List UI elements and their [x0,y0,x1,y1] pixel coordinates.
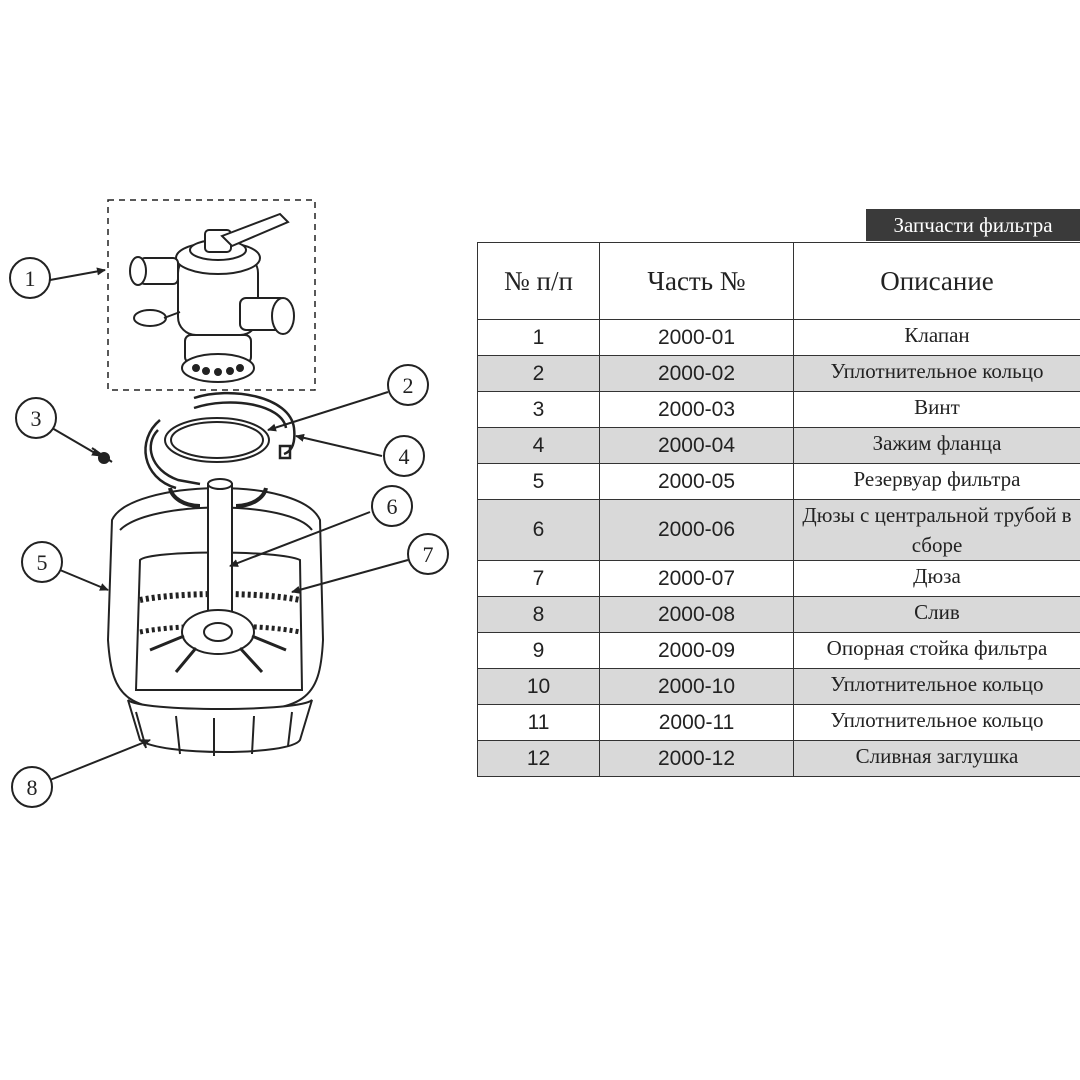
row-part-code: 2000-09 [599,632,794,669]
svg-text:2: 2 [403,373,414,398]
table-row: 11 2000-11 Уплотнительное кольцо [477,704,1080,741]
row-part-code: 2000-04 [599,427,794,464]
svg-text:5: 5 [37,550,48,575]
row-part-code: 2000-08 [599,596,794,633]
table-row: 7 2000-07 Дюза [477,560,1080,597]
row-description: Клапан [793,319,1080,356]
svg-text:1: 1 [25,266,36,291]
filter-stand-drawing [127,699,313,756]
row-description: Винт [793,391,1080,428]
callout-2: 2 [387,364,429,406]
row-part-code: 2000-10 [599,668,794,705]
row-description: Уплотнительное кольцо [793,355,1080,392]
row-number: 4 [477,427,600,464]
svg-text:3: 3 [31,406,42,431]
table-row: 10 2000-10 Уплотнительное кольцо [477,668,1080,705]
callout-8: 8 [11,766,53,808]
row-part-code: 2000-05 [599,463,794,500]
parts-table: № п/п Часть № Описание 1 2000-01 Клапан … [477,242,1080,777]
callout-3: 3 [15,397,57,439]
table-row: 5 2000-05 Резервуар фильтра [477,463,1080,500]
row-part-code: 2000-12 [599,740,794,777]
row-number: 12 [477,740,600,777]
row-number: 11 [477,704,600,741]
row-number: 5 [477,463,600,500]
row-number: 2 [477,355,600,392]
table-header-row: № п/п Часть № Описание [477,242,1080,320]
svg-text:8: 8 [27,775,38,800]
svg-text:6: 6 [387,494,398,519]
row-number: 7 [477,560,600,597]
valve-drawing [107,199,316,391]
table-row: 12 2000-12 Сливная заглушка [477,740,1080,777]
row-number: 9 [477,632,600,669]
table-row: 3 2000-03 Винт [477,391,1080,428]
row-description: Опорная стойка фильтра [793,632,1080,669]
header-description: Описание [793,242,1080,320]
row-description: Слив [793,596,1080,633]
row-number: 8 [477,596,600,633]
callout-4: 4 [383,435,425,477]
table-row: 6 2000-06 Дюзы с центральной трубой в сб… [477,499,1080,561]
flange-clamp-drawing [144,391,296,490]
row-description: Уплотнительное кольцо [793,704,1080,741]
table-row: 1 2000-01 Клапан [477,319,1080,356]
o-ring-drawing [164,417,270,463]
row-description: Сливная заглушка [793,740,1080,777]
filter-exploded-diagram: 1 2 3 4 5 6 7 8 [9,199,449,808]
callout-1: 1 [9,257,51,299]
screw-drawing [91,447,113,464]
row-part-code: 2000-06 [599,499,794,561]
row-description: Зажим фланца [793,427,1080,464]
row-description: Резервуар фильтра [793,463,1080,500]
svg-text:4: 4 [399,444,410,469]
row-number: 6 [477,499,600,561]
table-row: 2 2000-02 Уплотнительное кольцо [477,355,1080,392]
row-part-code: 2000-11 [599,704,794,741]
table-row: 4 2000-04 Зажим фланца [477,427,1080,464]
row-part-code: 2000-07 [599,560,794,597]
center-pipe-drawing [149,478,287,674]
header-part-number: Часть № [599,242,794,320]
parts-title: Запчасти фильтра [866,209,1080,241]
table-row: 8 2000-08 Слив [477,596,1080,633]
row-part-code: 2000-03 [599,391,794,428]
row-number: 10 [477,668,600,705]
row-description: Уплотнительное кольцо [793,668,1080,705]
svg-text:7: 7 [423,542,434,567]
callout-7: 7 [407,533,449,575]
row-description: Дюзы с центральной трубой в сборе [793,499,1080,561]
row-part-code: 2000-01 [599,319,794,356]
row-part-code: 2000-02 [599,355,794,392]
header-number: № п/п [477,242,600,320]
callout-6: 6 [371,485,413,527]
row-number: 1 [477,319,600,356]
row-description: Дюза [793,560,1080,597]
table-row: 9 2000-09 Опорная стойка фильтра [477,632,1080,669]
row-number: 3 [477,391,600,428]
callout-5: 5 [21,541,63,583]
